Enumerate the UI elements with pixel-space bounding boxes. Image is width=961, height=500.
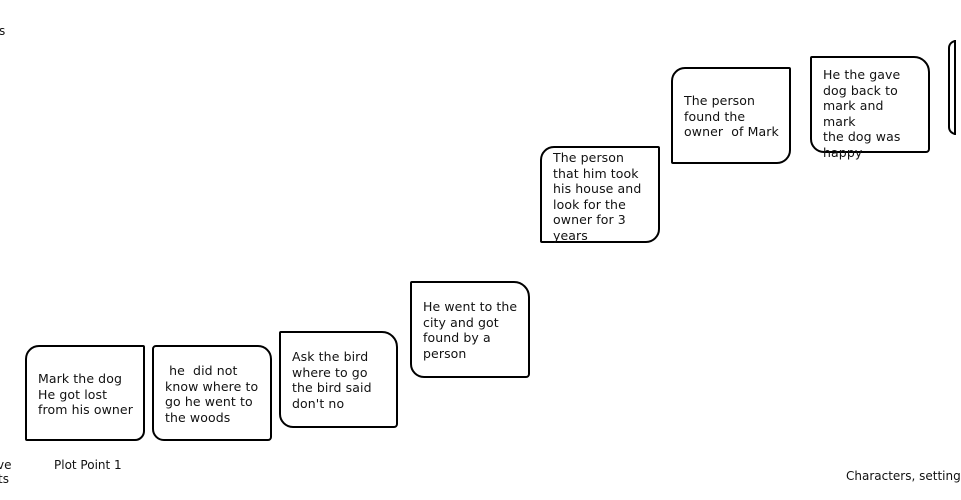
left-edge-label-bottom-1: ve [0, 458, 12, 472]
plot-box-7: He the gave dog back to mark and mark th… [810, 56, 930, 160]
plot-box-5: The person that him took his house and l… [540, 146, 660, 243]
characters-setting-label: Characters, setting [846, 469, 961, 483]
plot-box-4: He went to the city and got found by a p… [410, 281, 530, 378]
plot-box-6: The person found the owner of Mark [671, 67, 791, 164]
left-edge-label-bottom-2: ts [0, 472, 9, 486]
plot-box-partial [948, 40, 956, 135]
plot-box-3: Ask the bird where to go the bird said d… [279, 331, 398, 428]
plot-box-2: he did not know where to go he went to t… [152, 345, 272, 441]
left-edge-label-top: s [0, 24, 6, 38]
plot-box-1: Mark the dog He got lost from his owner [25, 345, 145, 441]
plot-point-1-label: Plot Point 1 [54, 458, 122, 472]
